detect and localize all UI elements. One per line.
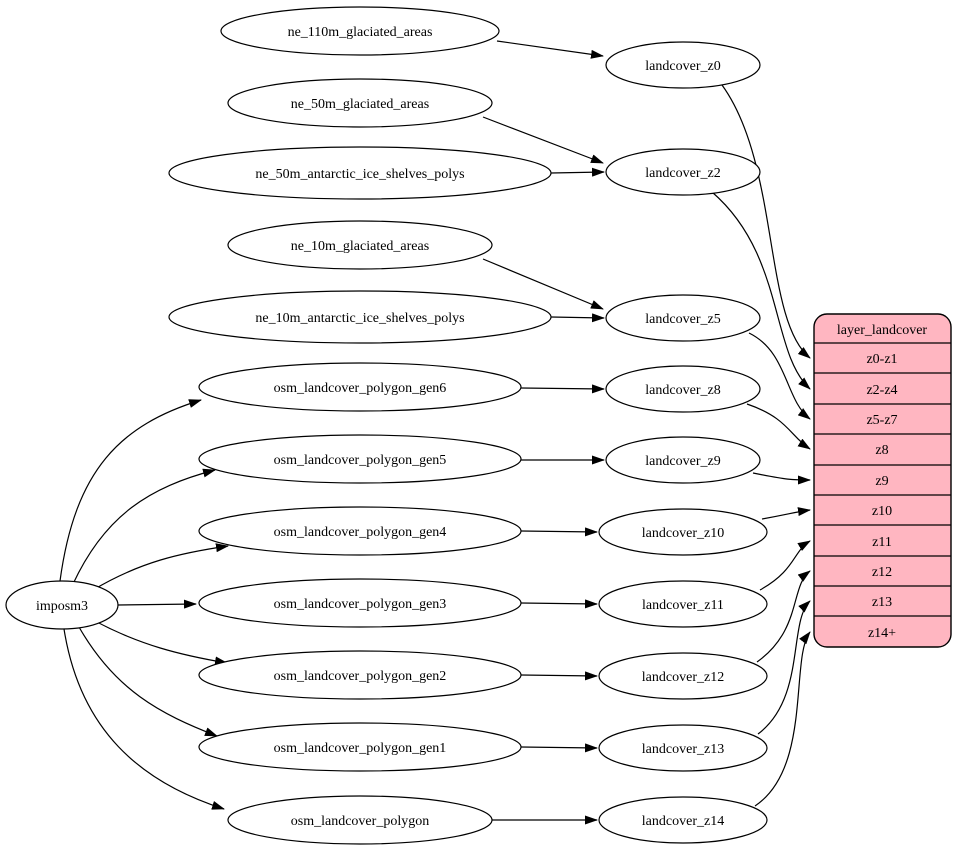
node-imposm3: imposm3 (5, 580, 119, 630)
table-row-z9: z9 (875, 474, 888, 489)
table-background (813, 313, 952, 648)
node-label: imposm3 (36, 599, 88, 614)
table-row-z13: z13 (872, 595, 892, 610)
table-row-z10: z10 (872, 504, 892, 519)
node-ne_110m_glaciated_areas: ne_110m_glaciated_areas (220, 6, 500, 56)
node-landcover_z0: landcover_z0 (605, 41, 761, 89)
edge-ne_110m_glaciated_areas-to-landcover_z0 (496, 40, 604, 59)
table-row-z11: z11 (872, 535, 892, 550)
table-row-z14plus: z14+ (868, 626, 896, 641)
edge-imposm3-to-osm_landcover_polygon_gen2 (94, 620, 228, 666)
node-landcover_z12: landcover_z12 (598, 652, 768, 700)
edge-imposm3-to-osm_landcover_polygon (63, 628, 225, 810)
node-label: landcover_z14 (642, 814, 724, 829)
node-osm_landcover_polygon_gen1: osm_landcover_polygon_gen1 (198, 722, 522, 772)
edge-osm_landcover_polygon_gen4-to-landcover_z10 (520, 527, 598, 537)
node-osm_landcover_polygon_gen4: osm_landcover_polygon_gen4 (198, 506, 522, 556)
node-label: landcover_z11 (642, 598, 724, 613)
edge-landcover_z2-to-row-z2-z4 (711, 191, 811, 390)
edge-landcover_z13-to-row-z13 (757, 600, 811, 735)
table-row-z2-z4: z2-z4 (866, 383, 897, 398)
node-label: osm_landcover_polygon_gen1 (274, 741, 447, 756)
node-osm_landcover_polygon_gen3: osm_landcover_polygon_gen3 (198, 578, 522, 628)
node-ne_10m_antarctic_ice_shelves_polys: ne_10m_antarctic_ice_shelves_polys (168, 290, 552, 344)
node-label: landcover_z13 (642, 742, 724, 757)
node-osm_landcover_polygon_gen5: osm_landcover_polygon_gen5 (198, 434, 522, 484)
edge-ne_10m_glaciated_areas-to-landcover_z5 (482, 258, 604, 310)
edge-imposm3-to-osm_landcover_polygon_gen3 (117, 599, 197, 609)
edge-imposm3-to-osm_landcover_polygon_gen6 (59, 399, 202, 582)
node-osm_landcover_polygon: osm_landcover_polygon (227, 795, 493, 845)
node-ne_50m_glaciated_areas: ne_50m_glaciated_areas (227, 78, 493, 128)
edge-landcover_z5-to-row-z5-z7 (748, 332, 811, 420)
node-landcover_z13: landcover_z13 (598, 724, 768, 772)
edge-ne_50m_glaciated_areas-to-landcover_z2 (482, 116, 604, 164)
table-row-z8: z8 (875, 443, 888, 458)
node-label: ne_50m_glaciated_areas (291, 97, 429, 112)
node-landcover_z10: landcover_z10 (598, 508, 768, 556)
edge-landcover_z9-to-row-z9 (752, 472, 811, 485)
node-label: ne_10m_glaciated_areas (291, 239, 429, 254)
node-landcover_z2: landcover_z2 (605, 148, 761, 196)
edge-landcover_z10-to-row-z10 (761, 507, 811, 520)
edge-imposm3-to-osm_landcover_polygon_gen4 (92, 543, 229, 591)
edge-imposm3-to-osm_landcover_polygon_gen1 (78, 626, 218, 737)
node-ne_50m_antarctic_ice_shelves_polys: ne_50m_antarctic_ice_shelves_polys (168, 146, 552, 200)
node-label: landcover_z0 (645, 59, 720, 74)
node-landcover_z5: landcover_z5 (605, 294, 761, 342)
node-landcover_z9: landcover_z9 (605, 436, 761, 484)
edge-imposm3-to-osm_landcover_polygon_gen5 (72, 468, 216, 585)
node-label: landcover_z9 (645, 454, 720, 469)
node-label: osm_landcover_polygon_gen3 (274, 597, 447, 612)
table-row-z0-z1: z0-z1 (866, 352, 897, 367)
edge-osm_landcover_polygon_gen1-to-landcover_z13 (520, 743, 598, 753)
node-osm_landcover_polygon_gen2: osm_landcover_polygon_gen2 (198, 650, 522, 700)
node-label: landcover_z12 (642, 670, 724, 685)
node-label: osm_landcover_polygon_gen5 (274, 453, 447, 468)
table-row-z12: z12 (872, 565, 892, 580)
edge-ne_10m_antarctic_ice_shelves_polys-to-landcover_z5 (550, 313, 605, 323)
node-label: landcover_z2 (645, 166, 720, 181)
node-label: landcover_z8 (645, 383, 720, 398)
node-ne_10m_glaciated_areas: ne_10m_glaciated_areas (227, 220, 493, 270)
edge-landcover_z14-to-row-z14 (754, 631, 811, 807)
table-layer_landcover: layer_landcover z0-z1 z2-z4 z5-z7 z8 z9 … (813, 313, 952, 648)
node-label: osm_landcover_polygon_gen2 (274, 669, 447, 684)
node-label: landcover_z10 (642, 526, 724, 541)
nodes: imposm3 ne_110m_glaciated_areas ne_50m_g… (5, 6, 768, 845)
node-label: ne_50m_antarctic_ice_shelves_polys (255, 167, 464, 182)
edge-landcover_z8-to-row-z8 (746, 403, 811, 450)
node-label: osm_landcover_polygon_gen4 (274, 525, 447, 540)
node-label: ne_10m_antarctic_ice_shelves_polys (255, 311, 464, 326)
node-label: ne_110m_glaciated_areas (288, 25, 433, 40)
edge-ne_50m_antarctic_ice_shelves_polys-to-landcover_z2 (550, 167, 605, 177)
edge-osm_landcover_polygon_gen2-to-landcover_z12 (520, 671, 598, 681)
edge-landcover_z11-to-row-z11 (759, 540, 811, 591)
table-title: layer_landcover (837, 323, 928, 338)
table-row-z5-z7: z5-z7 (866, 413, 897, 428)
node-landcover_z14: landcover_z14 (598, 796, 768, 844)
edge-osm_landcover_polygon_gen3-to-landcover_z11 (520, 599, 598, 609)
edge-landcover_z12-to-row-z12 (756, 570, 811, 663)
edge-landcover_z0-to-row-z0-z1 (721, 84, 811, 359)
node-label: landcover_z5 (645, 312, 720, 327)
edge-osm_landcover_polygon_gen6-to-landcover_z8 (520, 384, 605, 394)
node-label: osm_landcover_polygon_gen6 (274, 381, 447, 396)
node-landcover_z11: landcover_z11 (598, 580, 768, 628)
node-landcover_z8: landcover_z8 (605, 365, 761, 413)
node-osm_landcover_polygon_gen6: osm_landcover_polygon_gen6 (198, 362, 522, 412)
node-label: osm_landcover_polygon (291, 814, 429, 829)
edges (59, 40, 811, 825)
